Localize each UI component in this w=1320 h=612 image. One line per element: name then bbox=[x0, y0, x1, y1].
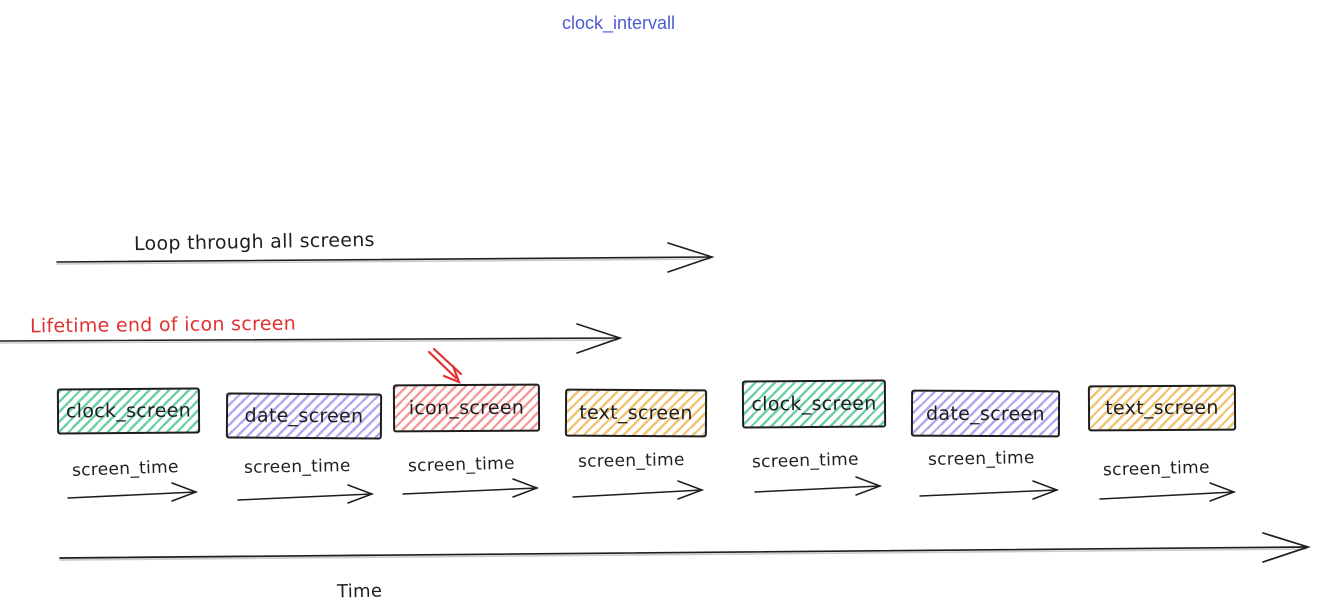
screen-time-label-1: screen_time bbox=[71, 457, 180, 481]
screen-box-clock-screen-1: clock_screen bbox=[56, 387, 201, 435]
screen-time-arrow-2 bbox=[237, 484, 375, 504]
screen-box-label: date_screen bbox=[244, 404, 364, 428]
loop-arrow bbox=[56, 242, 715, 273]
screen-time-arrow-6 bbox=[919, 480, 1060, 500]
lifetime-arrow bbox=[0, 323, 623, 354]
diagram-title: clock_intervall bbox=[562, 13, 676, 33]
screen-box-label: date_screen bbox=[926, 402, 1045, 425]
screen-box-text-screen-2: text_screen bbox=[1087, 384, 1237, 432]
screen-time-label-4: screen_time bbox=[577, 450, 685, 472]
screen-time-arrow-3 bbox=[402, 478, 540, 498]
screen-time-arrow-5 bbox=[754, 476, 883, 496]
screen-time-label-6: screen_time bbox=[927, 448, 1035, 470]
screen-time-arrow-7 bbox=[1099, 482, 1237, 502]
screen-box-text-screen-1: text_screen bbox=[564, 388, 708, 438]
screen-box-label: clock_screen bbox=[65, 399, 192, 423]
screen-box-label: text_screen bbox=[1105, 396, 1219, 420]
screen-box-clock-screen-2: clock_screen bbox=[741, 379, 887, 429]
loop-arrow-label: Loop through all screens bbox=[133, 228, 375, 256]
screen-time-arrows bbox=[67, 476, 1237, 504]
time-axis-arrow bbox=[59, 532, 1311, 563]
screen-time-label-7: screen_time bbox=[1102, 457, 1210, 481]
lifetime-arrow-label: Lifetime end of icon screen bbox=[29, 312, 297, 338]
screen-time-label-3: screen_time bbox=[407, 453, 515, 477]
screen-box-icon-screen: icon_screen bbox=[392, 383, 541, 433]
screen-time-label-5: screen_time bbox=[751, 449, 859, 473]
red-pointer-arrow bbox=[427, 347, 463, 384]
screen-time-label-2: screen_time bbox=[243, 456, 351, 478]
screen-box-label: clock_screen bbox=[751, 392, 877, 416]
screen-time-arrow-1 bbox=[67, 482, 199, 502]
screen-box-date-screen-2: date_screen bbox=[910, 389, 1061, 438]
screen-box-label: icon_screen bbox=[408, 396, 525, 420]
time-axis-label: Time bbox=[336, 580, 383, 603]
screen-box-label: text_screen bbox=[579, 401, 693, 425]
screen-time-arrow-4 bbox=[572, 480, 705, 500]
screen-box-date-screen-1: date_screen bbox=[225, 392, 383, 440]
